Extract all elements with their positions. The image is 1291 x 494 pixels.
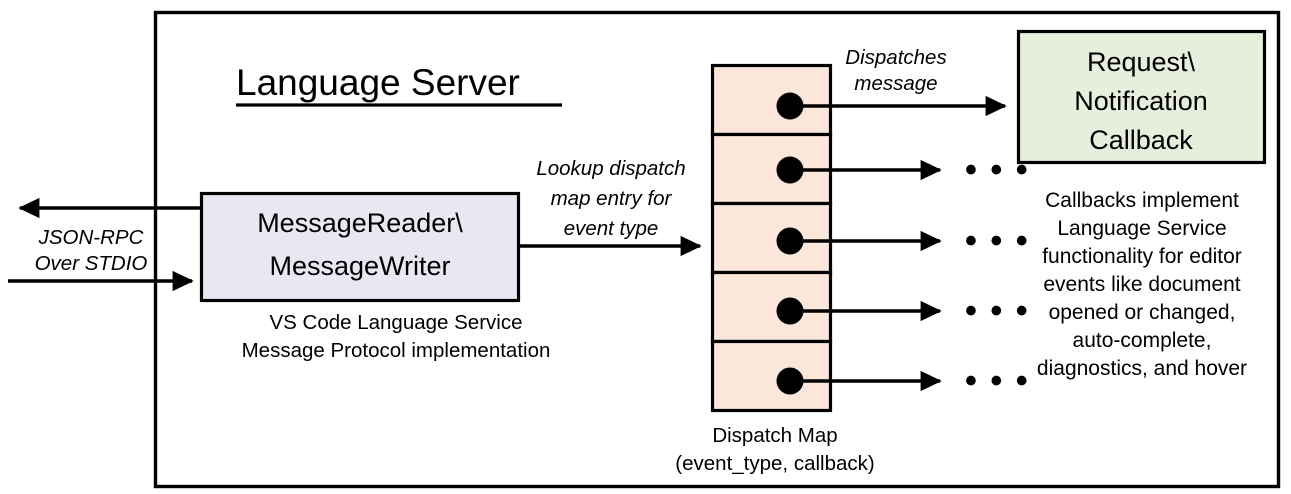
dispatch-row-4-ellipsis: • • • xyxy=(965,292,1030,330)
dispatch-map-cell-5[interactable] xyxy=(710,339,833,413)
request-notification-callback-box[interactable] xyxy=(1016,29,1267,165)
jsonrpc-label-line1: JSON-RPC xyxy=(38,226,144,249)
reader-caption-line2: Message Protocol implementation xyxy=(242,339,551,362)
dispatches-label-line2: message xyxy=(854,72,937,95)
reader-caption-line1: VS Code Language Service xyxy=(269,311,522,334)
dispatch-row-5-ellipsis: • • • xyxy=(965,362,1030,400)
callback-desc-line6: auto-complete, xyxy=(1073,329,1212,352)
dispatch-map-cell-1[interactable] xyxy=(710,63,833,137)
language-server-boundary xyxy=(153,10,1281,489)
callback-box-line1: Request\ xyxy=(1087,47,1196,77)
callback-desc-line1: Callbacks implement xyxy=(1045,189,1239,212)
dispatch-entry-dot-4 xyxy=(776,297,804,325)
callback-desc-line7: diagnostics, and hover xyxy=(1037,357,1247,380)
dispatch-entry-dot-3 xyxy=(776,227,804,255)
dispatch-map-caption-line1: Dispatch Map xyxy=(712,424,837,447)
callback-box-line3: Callback xyxy=(1089,125,1193,155)
dispatch-map-cell-4[interactable] xyxy=(710,270,833,344)
callback-box-line2: Notification xyxy=(1074,86,1208,116)
message-reader-label: MessageReader\ xyxy=(257,208,463,238)
dispatch-map-caption-line2: (event_type, callback) xyxy=(675,452,874,475)
message-writer-label: MessageWriter xyxy=(269,251,450,281)
dispatch-entry-dot-5 xyxy=(776,367,804,395)
callback-desc-line3: functionality for editor xyxy=(1042,245,1242,268)
dispatch-row-3-ellipsis: • • • xyxy=(965,222,1030,260)
page-title: Language Server xyxy=(236,62,520,103)
lookup-label-line3: event type xyxy=(564,217,659,240)
lookup-label-line1: Lookup dispatch xyxy=(536,157,685,180)
dispatch-entry-dot-2 xyxy=(776,156,804,184)
dispatch-entry-dot-1 xyxy=(776,92,804,120)
callback-desc-line4: events like document xyxy=(1043,273,1240,296)
dispatch-map-cell-3[interactable] xyxy=(710,201,833,275)
callback-desc-line2: Language Service xyxy=(1057,217,1226,240)
lookup-label-line2: map entry for xyxy=(551,187,673,210)
jsonrpc-label-line2: Over STDIO xyxy=(35,252,148,275)
dispatches-label-line1: Dispatches xyxy=(845,46,946,69)
message-reader-writer-box[interactable] xyxy=(199,191,521,303)
dispatch-map-table[interactable] xyxy=(710,63,833,413)
callback-desc-line5: opened or changed, xyxy=(1049,301,1236,324)
